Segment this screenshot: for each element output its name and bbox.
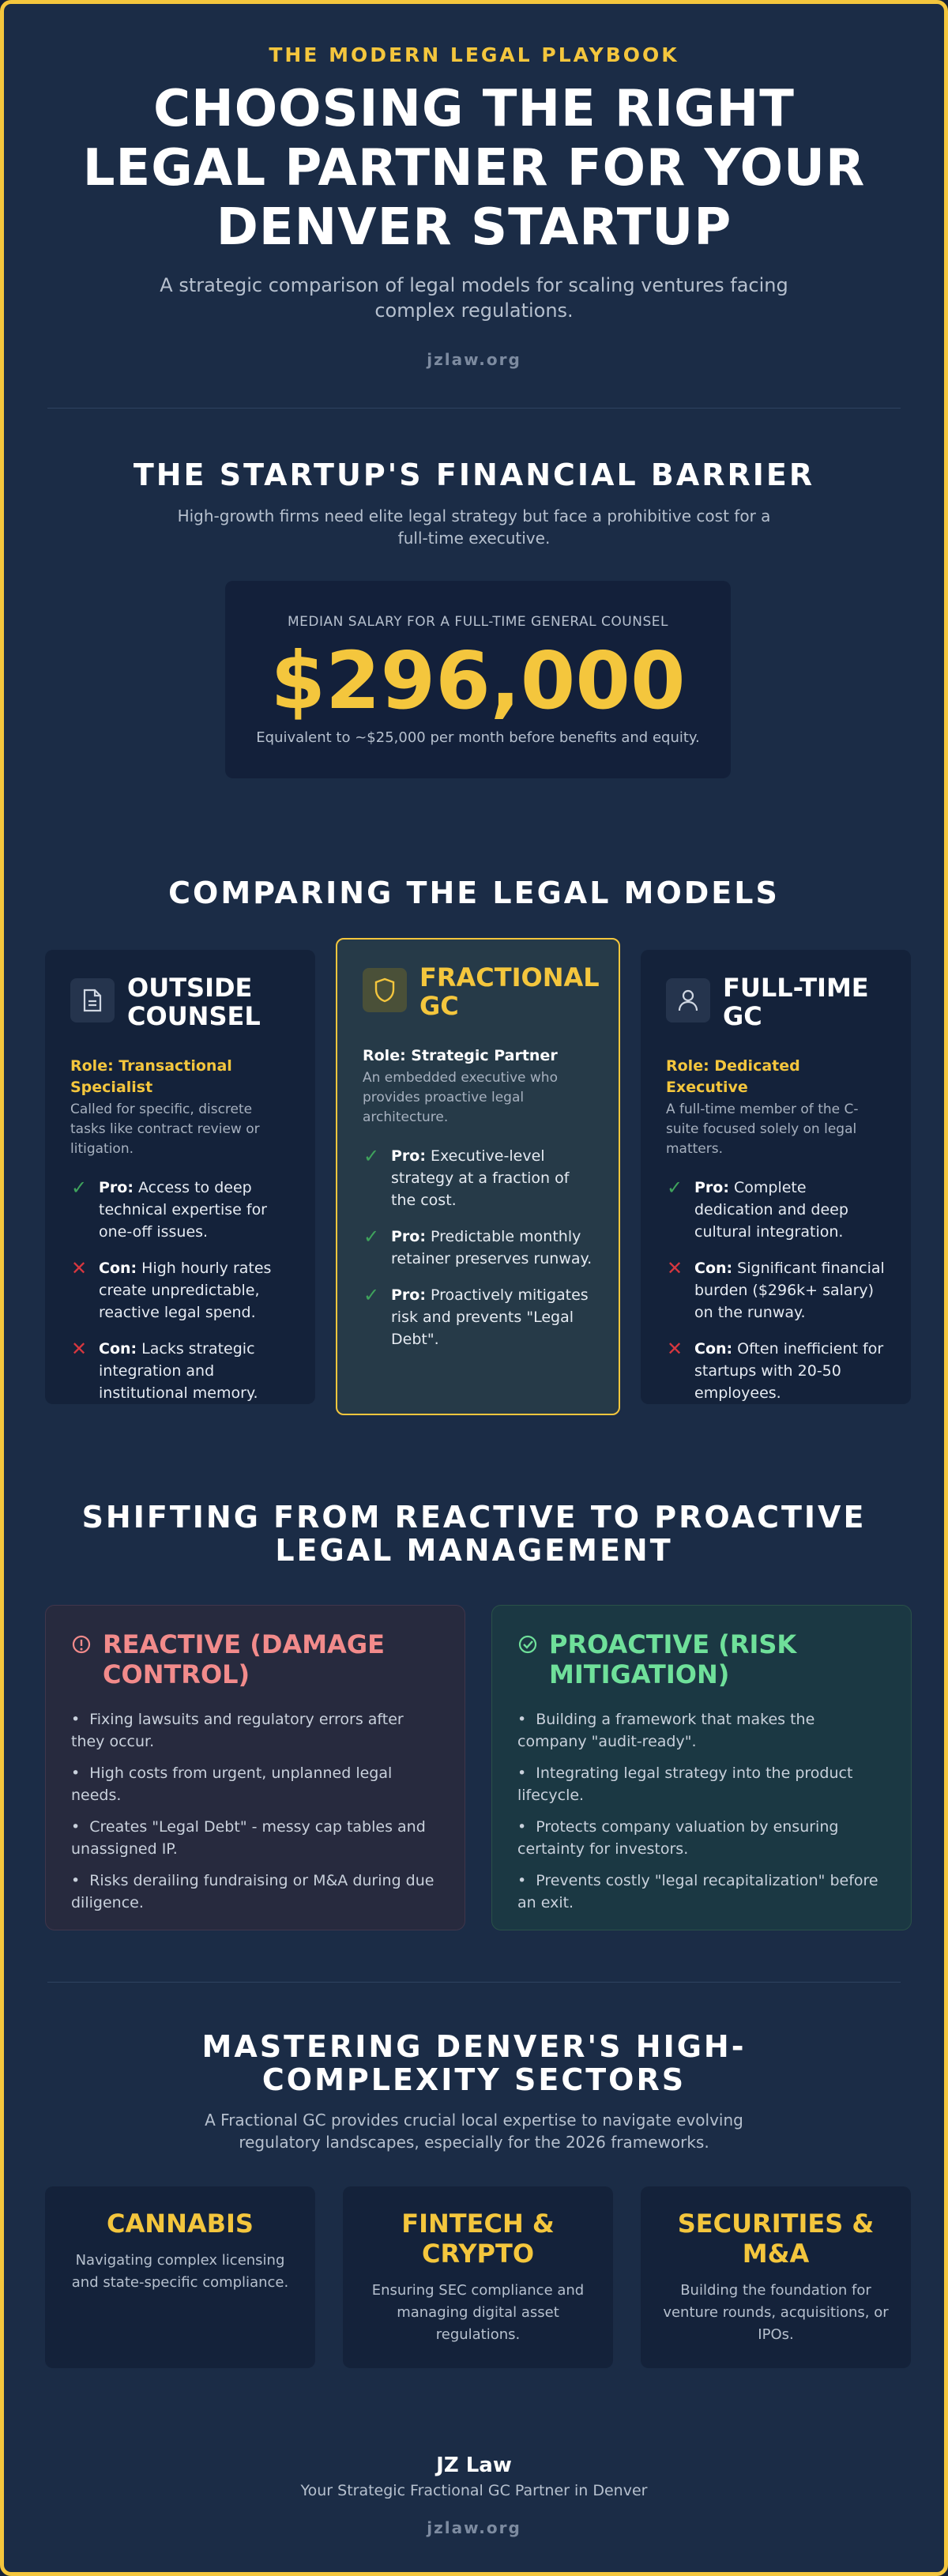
list-item: ✕Con: Lacks strategic integration and in… — [70, 1338, 290, 1404]
cross-icon: ✕ — [666, 1257, 683, 1279]
proactive-card: PROACTIVE (RISK MITIGATION) Building a f… — [491, 1605, 912, 1930]
divider — [47, 1982, 901, 1983]
model-card-full-time-gc: FULL-TIME GC Role: Dedicated Executive A… — [641, 950, 911, 1404]
model-name: FULL-TIME GC — [723, 973, 869, 1031]
barrier-title: THE STARTUP'S FINANCIAL BARRIER — [133, 458, 815, 492]
list-item: Fixing lawsuits and regulatory errors af… — [71, 1708, 439, 1753]
footer-brand: JZ Law — [436, 2454, 512, 2477]
model-description: Called for specific, discrete tasks like… — [70, 1102, 260, 1157]
proactive-title: PROACTIVE (RISK MITIGATION) — [549, 1629, 797, 1689]
sector-name: SECURITIES & M&A — [677, 2209, 875, 2269]
list-item: Building a framework that makes the comp… — [517, 1708, 886, 1753]
document-icon — [70, 978, 115, 1022]
model-description: A full-time member of the C-suite focuse… — [666, 1102, 859, 1157]
sector-card-fintech: FINTECH & CRYPTO Ensuring SEC compliance… — [343, 2186, 613, 2368]
list-item: ✓Pro: Complete dedication and deep cultu… — [666, 1177, 886, 1243]
reactive-title: REACTIVE (DAMAGE CONTROL) — [103, 1629, 385, 1689]
models-title: COMPARING THE LEGAL MODELS — [168, 876, 780, 910]
header-site-link[interactable]: jzlaw.org — [427, 350, 521, 369]
list-item: Prevents costly "legal recapitalization"… — [517, 1870, 886, 1914]
user-icon — [666, 978, 710, 1022]
list-item: ✕Con: High hourly rates create unpredict… — [70, 1257, 290, 1324]
sector-card-cannabis: CANNABIS Navigating complex licensing an… — [45, 2186, 315, 2368]
model-role: Role: Transactional Specialist — [70, 1057, 232, 1096]
reactive-card: REACTIVE (DAMAGE CONTROL) Fixing lawsuit… — [45, 1605, 465, 1930]
list-item: ✓Pro: Predictable monthly retainer prese… — [363, 1226, 593, 1270]
check-icon: ✓ — [363, 1226, 380, 1248]
salary-box: MEDIAN SALARY FOR A FULL-TIME GENERAL CO… — [225, 581, 731, 778]
page-subtitle: A strategic comparison of legal models f… — [160, 274, 788, 322]
list-item: High costs from urgent, unplanned legal … — [71, 1762, 439, 1806]
shift-title: SHIFTING FROM REACTIVE TO PROACTIVE LEGA… — [81, 1500, 867, 1568]
model-description: An embedded executive who provides proac… — [363, 1070, 558, 1125]
check-icon: ✓ — [363, 1284, 380, 1306]
salary-label: MEDIAN SALARY FOR A FULL-TIME GENERAL CO… — [288, 614, 668, 630]
alert-icon — [71, 1634, 92, 1658]
cross-icon: ✕ — [70, 1257, 88, 1279]
cross-icon: ✕ — [666, 1338, 683, 1360]
sector-description: Building the foundation for venture roun… — [663, 2282, 889, 2343]
list-item: Integrating legal strategy into the prod… — [517, 1762, 886, 1806]
eyebrow: THE MODERN LEGAL PLAYBOOK — [269, 43, 679, 66]
sector-name: CANNABIS — [107, 2209, 254, 2239]
sector-name: FINTECH & CRYPTO — [401, 2209, 555, 2269]
check-circle-icon — [517, 1634, 538, 1658]
footer-tagline: Your Strategic Fractional GC Partner in … — [300, 2482, 648, 2499]
model-role: Role: Dedicated Executive — [666, 1057, 800, 1096]
sectors-title: MASTERING DENVER'S HIGH-COMPLEXITY SECTO… — [201, 2029, 747, 2097]
footer-site-link[interactable]: jzlaw.org — [427, 2518, 521, 2537]
model-name: FRACTIONAL GC — [419, 962, 600, 1021]
list-item: ✓Pro: Proactively mitigates risk and pre… — [363, 1284, 593, 1350]
list-item: Risks derailing fundraising or M&A durin… — [71, 1870, 439, 1914]
sector-description: Navigating complex licensing and state-s… — [71, 2252, 289, 2291]
model-role: Role: Strategic Partner — [363, 1047, 558, 1064]
sectors-subtitle: A Fractional GC provides crucial local e… — [205, 2111, 743, 2152]
shield-icon — [363, 968, 407, 1012]
list-item: Creates "Legal Debt" - messy cap tables … — [71, 1816, 439, 1860]
barrier-subtitle: High-growth firms need elite legal strat… — [177, 507, 771, 548]
check-icon: ✓ — [363, 1145, 380, 1167]
salary-note: Equivalent to ~$25,000 per month before … — [256, 729, 700, 746]
sector-card-securities: SECURITIES & M&A Building the foundation… — [641, 2186, 911, 2368]
model-name: OUTSIDE COUNSEL — [127, 973, 261, 1031]
check-icon: ✓ — [666, 1177, 683, 1199]
sector-description: Ensuring SEC compliance and managing dig… — [371, 2282, 585, 2343]
list-item: ✓Pro: Access to deep technical expertise… — [70, 1177, 290, 1243]
model-card-outside-counsel: OUTSIDE COUNSEL Role: Transactional Spec… — [45, 950, 315, 1404]
list-item: ✕Con: Significant financial burden ($296… — [666, 1257, 886, 1324]
divider — [47, 408, 901, 409]
list-item: ✕Con: Often inefficient for startups wit… — [666, 1338, 886, 1404]
cross-icon: ✕ — [70, 1338, 88, 1360]
list-item: ✓Pro: Executive-level strategy at a frac… — [363, 1145, 593, 1211]
list-item: Protects company valuation by ensuring c… — [517, 1816, 886, 1860]
model-card-fractional-gc: FRACTIONAL GC Role: Strategic Partner An… — [336, 938, 620, 1415]
check-icon: ✓ — [70, 1177, 88, 1199]
page-title: CHOOSING THE RIGHT LEGAL PARTNER FOR YOU… — [82, 80, 866, 257]
salary-value: $296,000 — [270, 635, 686, 727]
